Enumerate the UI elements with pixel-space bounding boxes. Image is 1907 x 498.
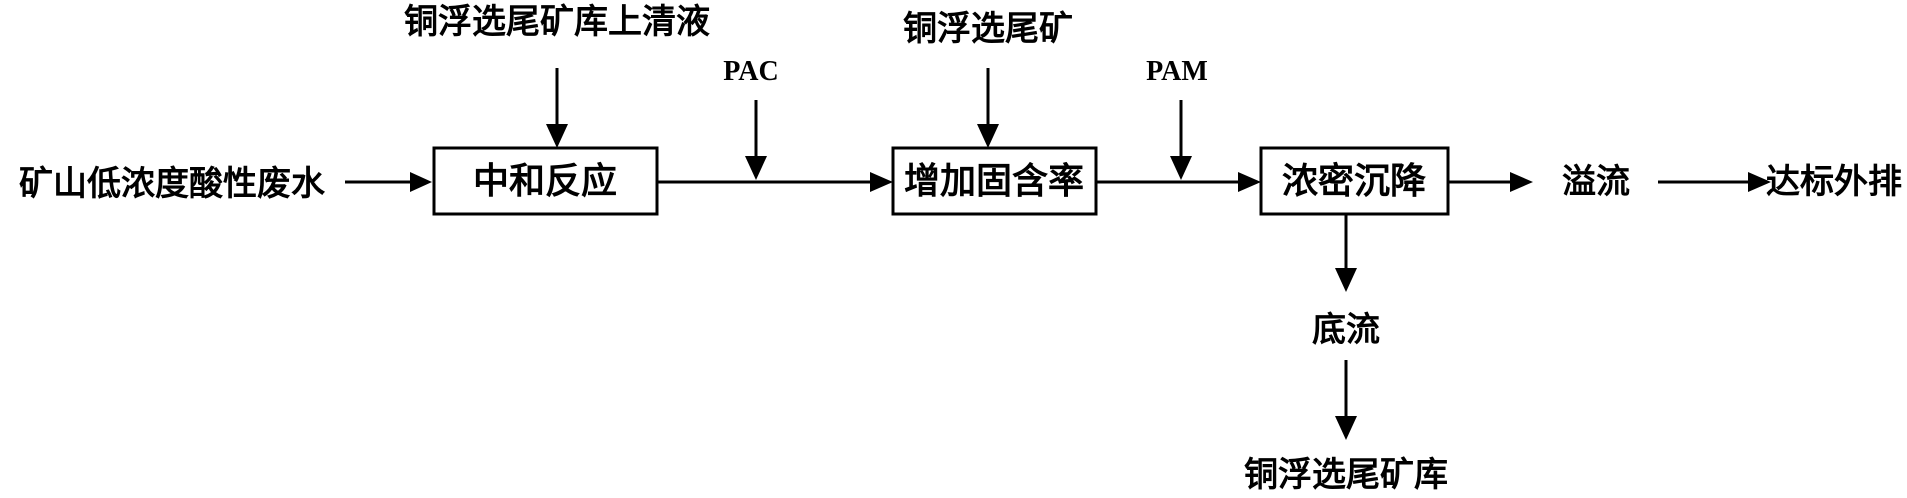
arrow-head xyxy=(1335,268,1357,292)
supernatant-label: 铜浮选尾矿库上清液 xyxy=(404,2,710,42)
input-wastewater-label: 矿山低浓度酸性废水 xyxy=(19,164,326,204)
arrow-head xyxy=(546,124,568,148)
discharge-label: 达标外排 xyxy=(1766,162,1902,202)
pam-label: PAM xyxy=(1146,56,1208,87)
arrow-head xyxy=(870,172,893,192)
overflow-label: 溢流 xyxy=(1562,162,1630,202)
arrow-head xyxy=(1510,172,1533,192)
pac-label: PAC xyxy=(723,56,778,87)
arrow-head xyxy=(1748,172,1771,192)
arrow-head xyxy=(745,156,767,180)
neutralization-label: 中和反应 xyxy=(473,161,617,202)
arrow-head xyxy=(1170,156,1192,180)
arrow-head xyxy=(1238,172,1261,192)
tailings-pond-label: 铜浮选尾矿库 xyxy=(1244,455,1448,495)
solid-increase-label: 增加固含率 xyxy=(904,161,1084,202)
thickening-box xyxy=(1259,146,1450,216)
copper-tailings-label: 铜浮选尾矿 xyxy=(903,9,1073,49)
arrow-head xyxy=(977,124,999,148)
arrow-head xyxy=(1335,416,1357,440)
thickening-label: 浓密沉降 xyxy=(1282,160,1426,202)
underflow-label: 底流 xyxy=(1312,310,1380,350)
arrow-head xyxy=(410,172,432,192)
